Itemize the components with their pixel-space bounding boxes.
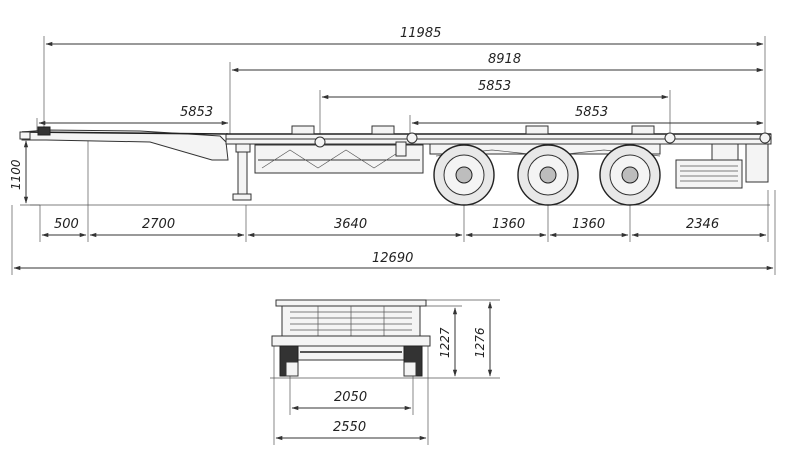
axle-3-wheel (599, 144, 661, 206)
landing-leg (232, 141, 252, 201)
end-view-body (271, 299, 431, 377)
main-frame (225, 125, 772, 174)
dimension-lines (13, 41, 774, 271)
dim-1360-a: 1360 (492, 217, 525, 232)
dim-5853-right: 5853 (575, 105, 608, 120)
dim-1276: 1276 (473, 327, 487, 358)
dimension-labels: 11985 8918 5853 5853 5853 1100 500 2700 … (9, 26, 719, 266)
axle-1-wheel (433, 144, 495, 206)
end-dimension-labels: 2050 2550 1227 1276 (333, 327, 487, 435)
dim-11985: 11985 (400, 26, 441, 41)
dim-2700: 2700 (142, 217, 175, 232)
dim-8918: 8918 (488, 52, 521, 67)
dim-2346: 2346 (686, 217, 719, 232)
dim-12690: 12690 (372, 251, 413, 266)
dim-500: 500 (54, 217, 79, 232)
dim-2550: 2550 (333, 420, 366, 435)
end-dimension-lines (275, 301, 493, 441)
end-view: 2050 2550 1227 1276 (270, 299, 500, 445)
gooseneck-deck (19, 126, 229, 161)
dim-1360-b: 1360 (572, 217, 605, 232)
dim-5853-left: 5853 (180, 105, 213, 120)
dim-2050: 2050 (334, 390, 367, 405)
dim-1100: 1100 (9, 159, 23, 190)
axle-2-wheel (517, 144, 579, 206)
end-extension-lines (270, 299, 500, 445)
dim-3640: 3640 (334, 217, 367, 232)
dim-1227: 1227 (438, 327, 452, 358)
rear-underrun (675, 143, 769, 189)
side-view: 11985 8918 5853 5853 5853 1100 500 2700 … (9, 26, 776, 275)
dim-5853-upper: 5853 (478, 79, 511, 94)
